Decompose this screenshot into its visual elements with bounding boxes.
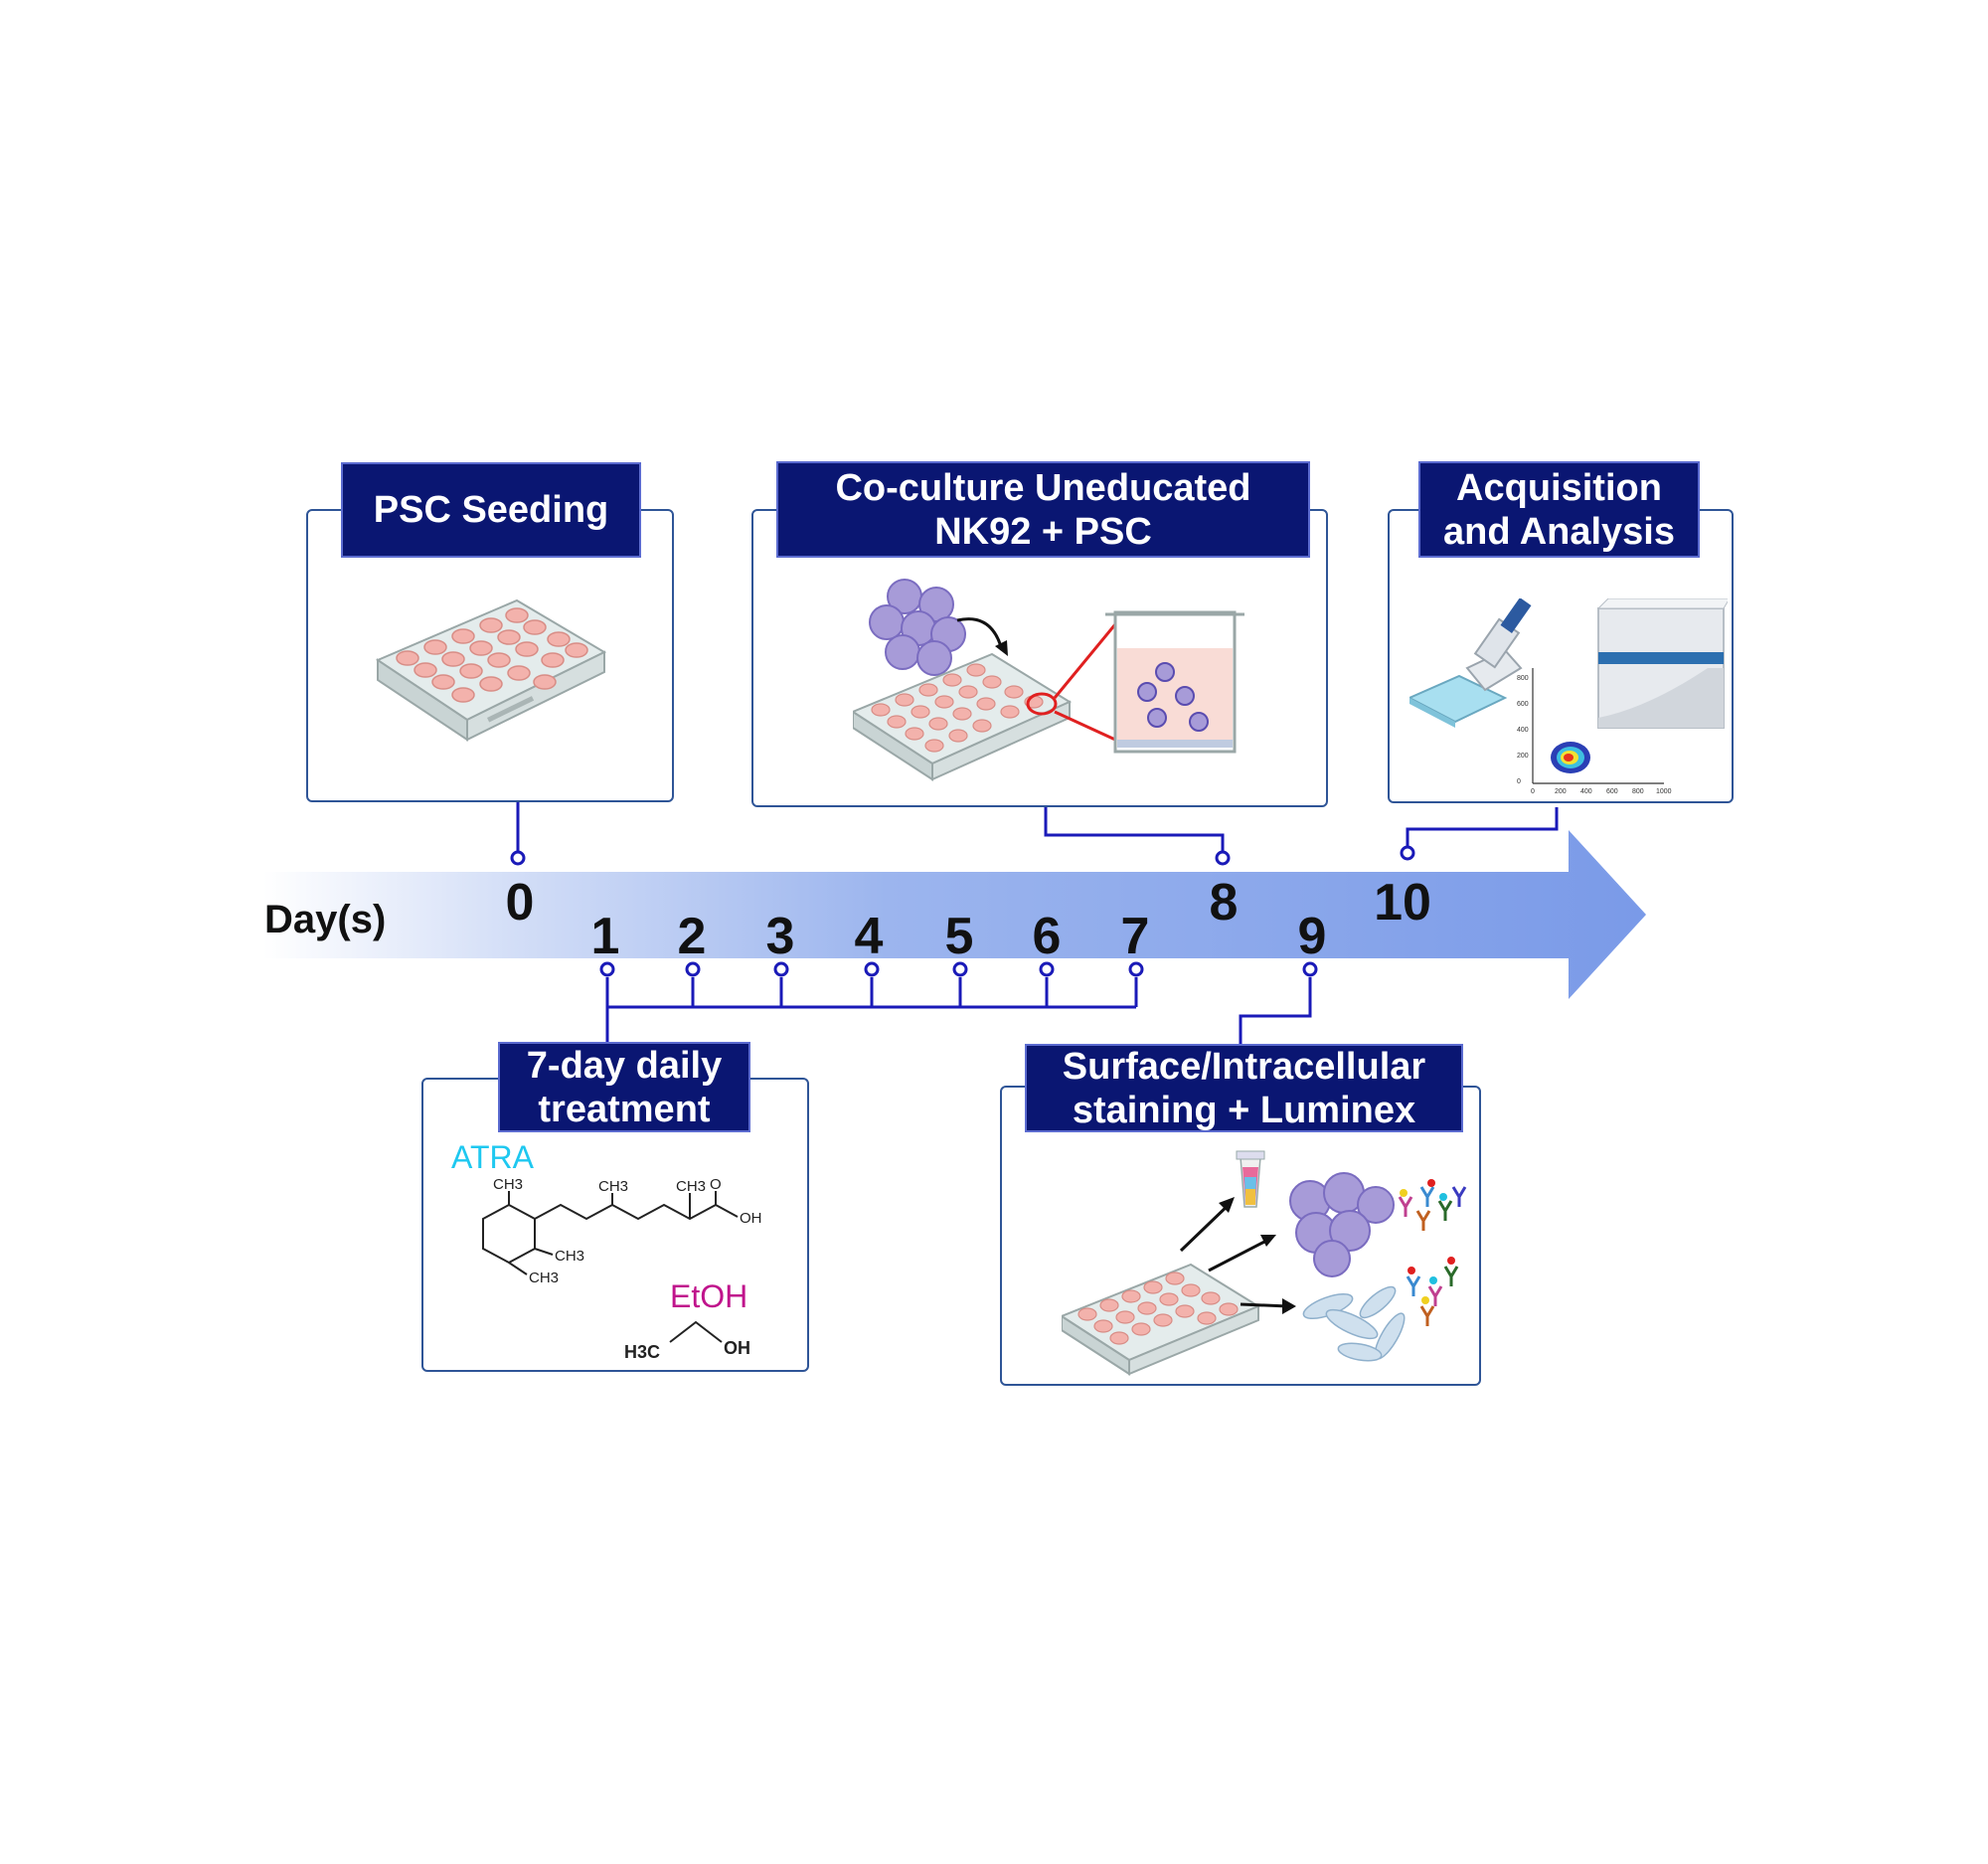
day-0: 0: [505, 874, 535, 932]
etoh-label: EtOH: [670, 1278, 748, 1314]
antibody-dots-top: [1400, 1179, 1447, 1201]
antibody-icons-bottom: [1406, 1266, 1459, 1326]
day-2: 2: [677, 908, 707, 965]
atra-ch3-a: CH3: [493, 1179, 523, 1193]
acquisition-panel: 0 200 400 600 800 0 200 400 600 800 1000: [1388, 509, 1734, 803]
flow-x-tick-5: 1000: [1656, 788, 1672, 795]
psc-cells: [1302, 1285, 1406, 1362]
staining-panel: [1000, 1086, 1481, 1386]
atra-ch3-c: CH3: [676, 1179, 706, 1195]
atra-oh: OH: [740, 1210, 762, 1227]
well-plate-icon: [375, 598, 607, 742]
flow-plot: [1532, 668, 1664, 784]
flow-x-tick-1: 200: [1555, 788, 1567, 795]
day-1: 1: [590, 908, 620, 965]
day-3: 3: [765, 908, 795, 965]
antibody-dots-bottom: [1408, 1257, 1455, 1304]
flow-y-tick-4: 800: [1517, 675, 1529, 682]
etoh-oh: OH: [724, 1338, 750, 1358]
nk-cell-cluster: [1289, 1172, 1395, 1277]
tube-icon: [1236, 1150, 1265, 1208]
psc-seeding-title: PSC Seeding: [341, 462, 641, 558]
flow-x-tick-2: 400: [1580, 788, 1592, 795]
atra-structure: CH3 CH3 CH3 CH3 CH3 O OH: [482, 1179, 762, 1286]
days-axis-label: Day(s): [264, 898, 387, 941]
atra-o: O: [710, 1179, 722, 1193]
treatment-title: 7-day daily treatment: [498, 1042, 750, 1132]
psc-seeding-panel: [306, 509, 674, 802]
coculture-illustration: [853, 579, 1244, 781]
staining-illustration: [1062, 1150, 1467, 1376]
acquisition-title: Acquisition and Analysis: [1418, 461, 1700, 558]
flow-y-tick-3: 600: [1517, 701, 1529, 708]
flow-x-tick-0: 0: [1531, 788, 1535, 795]
etoh-structure: H3C OH: [624, 1320, 750, 1362]
flow-x-tick-3: 600: [1606, 788, 1618, 795]
atra-ch3-e: CH3: [529, 1270, 559, 1286]
coculture-title: Co-culture Uneducated NK92 + PSC: [776, 461, 1310, 558]
nk-cell-cluster: [869, 579, 966, 676]
pipette-icon: [1409, 598, 1532, 728]
acquisition-illustration: 0 200 400 600 800 0 200 400 600 800 1000: [1409, 598, 1728, 795]
flow-x-tick-4: 800: [1632, 788, 1644, 795]
atra-ch3-b: CH3: [598, 1179, 628, 1195]
day-5: 5: [944, 908, 974, 965]
staining-title: Surface/Intracellular staining + Luminex: [1025, 1044, 1463, 1132]
antibody-icons-top: [1398, 1186, 1467, 1231]
day-8: 8: [1209, 874, 1239, 932]
atra-label: ATRA: [451, 1139, 534, 1175]
day-6: 6: [1032, 908, 1062, 965]
etoh-h3c: H3C: [624, 1342, 660, 1362]
timeline-arrow: [263, 830, 1646, 999]
day-10: 10: [1374, 874, 1431, 932]
flow-y-tick-1: 200: [1517, 753, 1529, 760]
flow-y-tick-0: 0: [1517, 778, 1521, 785]
flow-cytometer-icon: [1596, 598, 1728, 729]
day-9: 9: [1297, 908, 1327, 965]
flow-y-tick-2: 400: [1517, 727, 1529, 734]
day-7: 7: [1120, 908, 1150, 965]
atra-ch3-d: CH3: [555, 1248, 584, 1265]
day-4: 4: [854, 908, 884, 965]
coculture-panel: [751, 509, 1328, 807]
